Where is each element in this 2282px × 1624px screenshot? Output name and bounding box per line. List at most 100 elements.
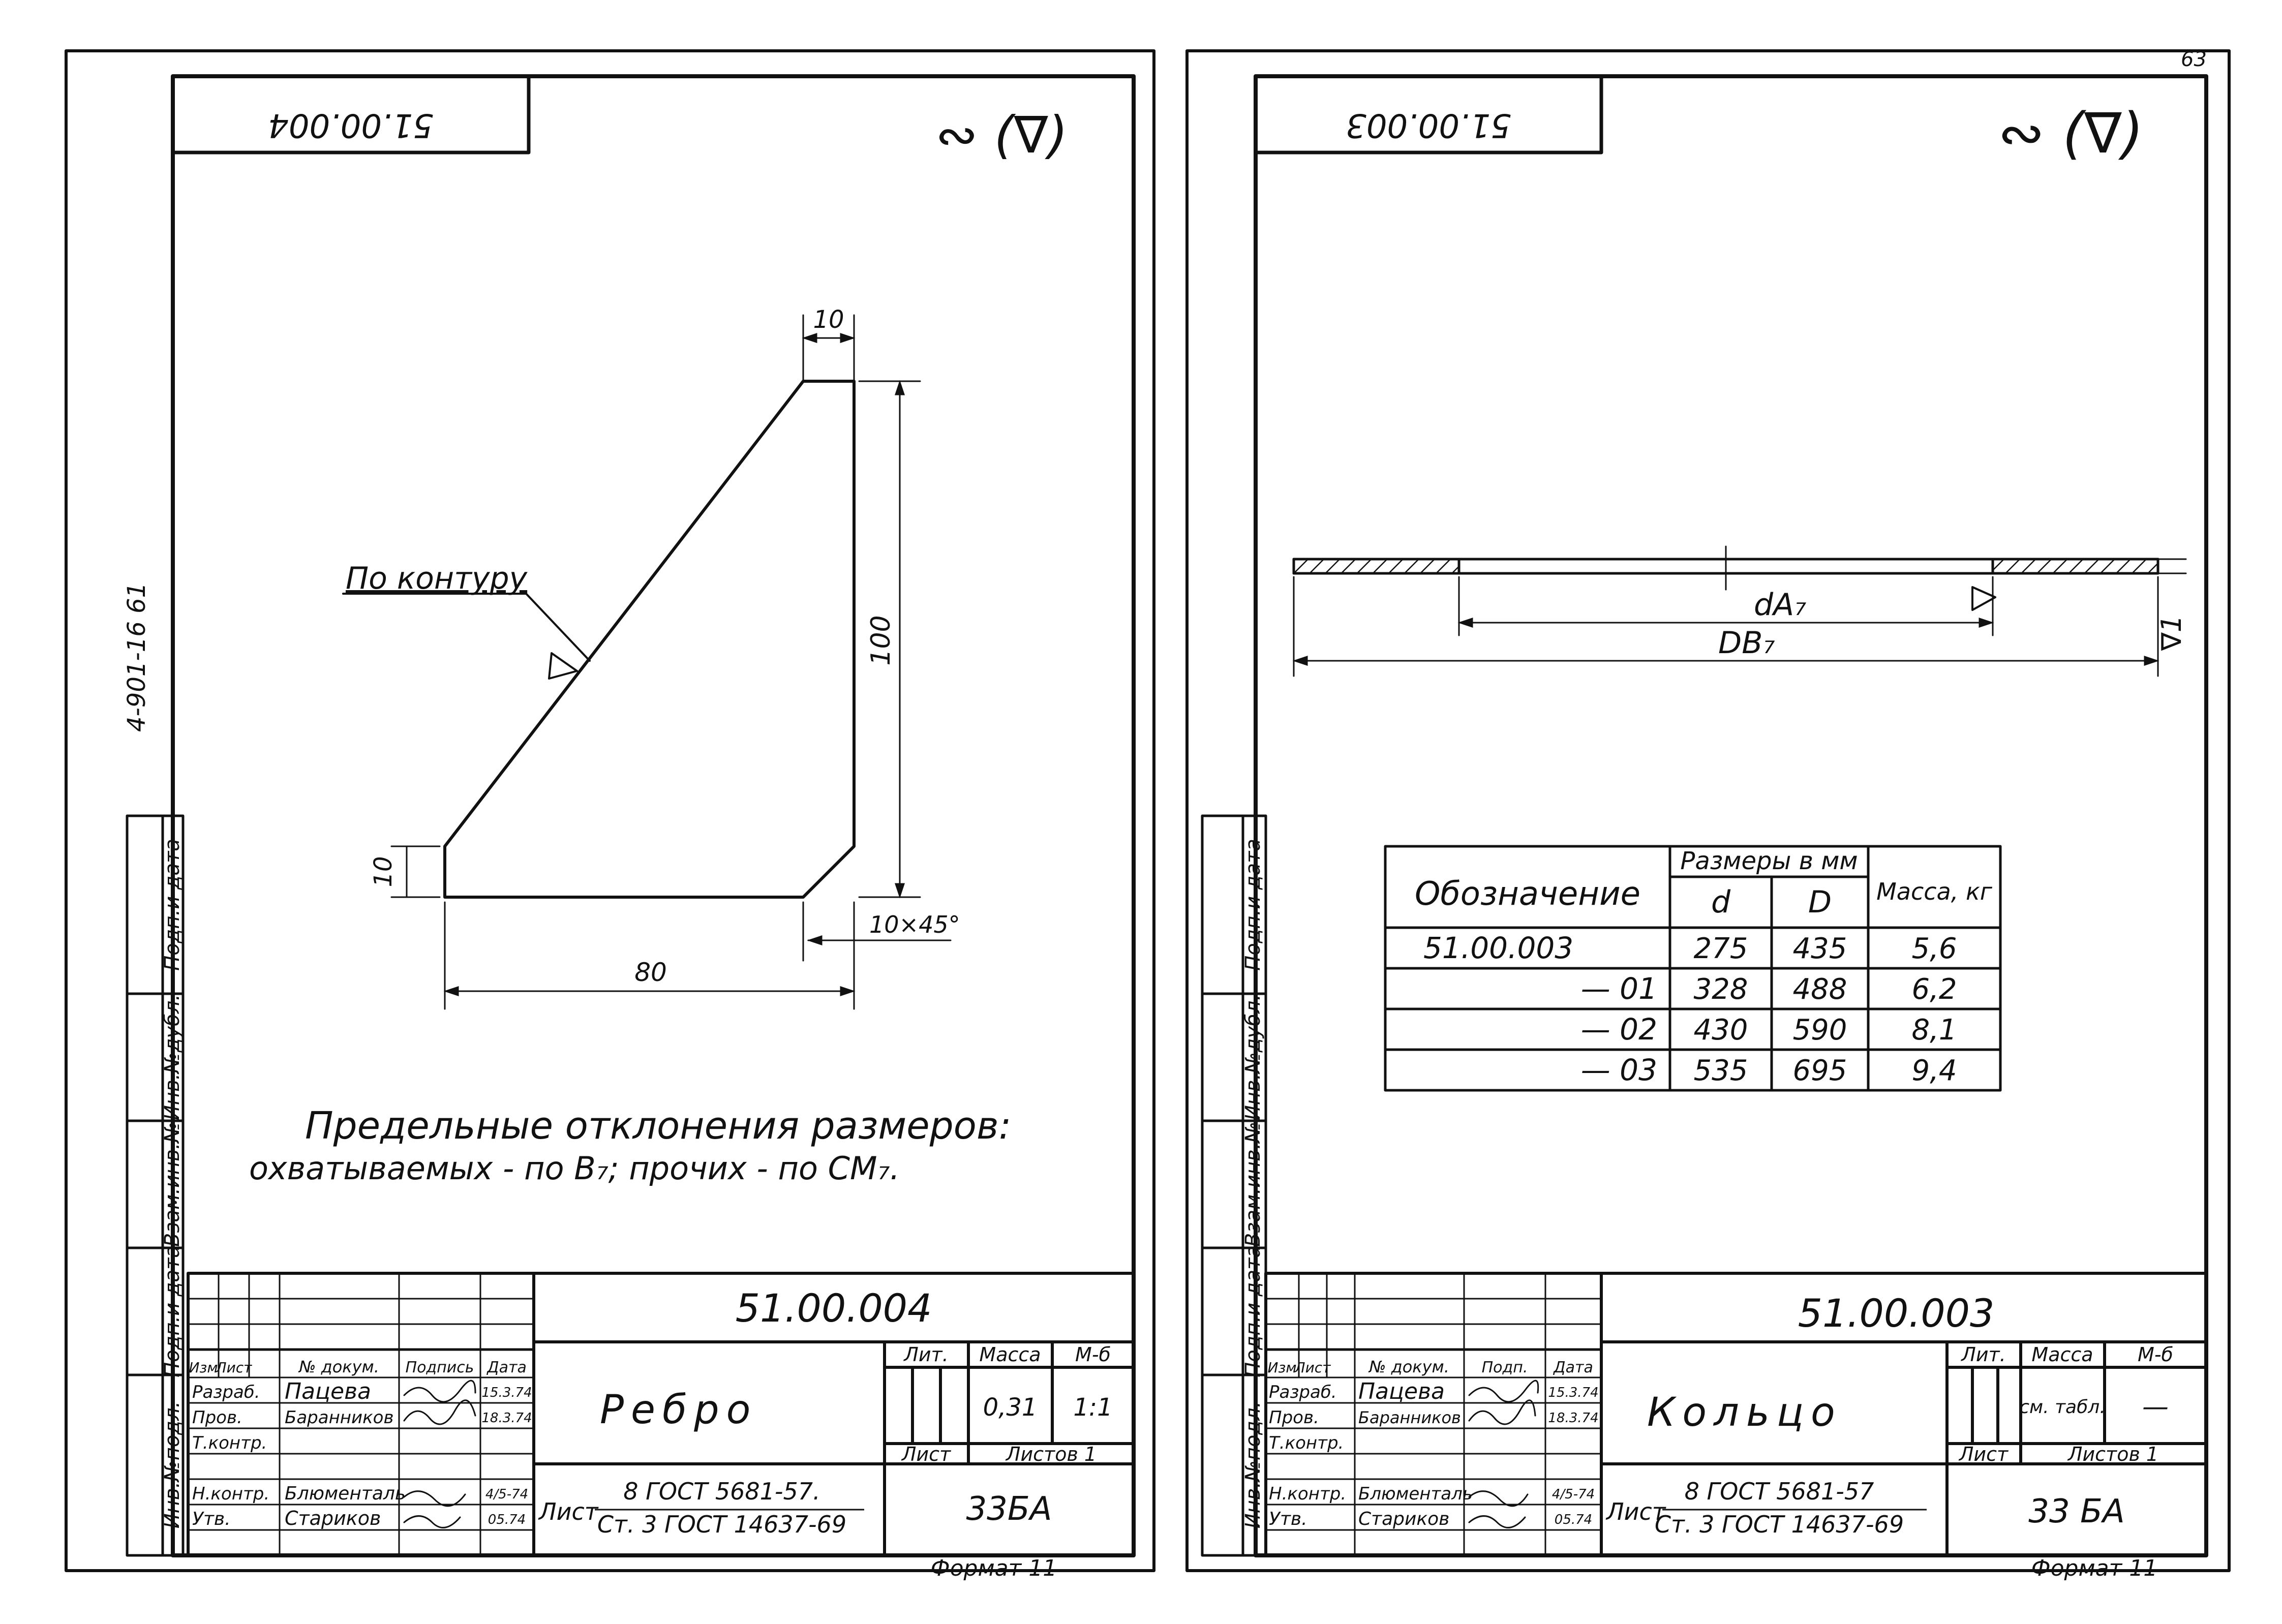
left-note-line1: Предельные отклонения размеров: — [305, 1104, 1012, 1148]
right-stamp-label-3: Взам.инв.№ — [1241, 1122, 1265, 1247]
table-cell-name: 51.00.003 — [1423, 931, 1573, 965]
left-tb-mass-label: Масса — [979, 1343, 1041, 1366]
table-cell-name: — 02 — [1581, 1012, 1657, 1047]
right-tb-hdr-doc: № докум. — [1368, 1357, 1449, 1376]
right-tb-utv-date: 05.74 — [1555, 1512, 1592, 1527]
right-title-block-grid — [1264, 1272, 1603, 1556]
right-tb-format: Формат 11 — [2031, 1555, 2158, 1581]
table-header-mass: Масса, кг — [1876, 878, 1993, 905]
right-tb-sheets-label: Листов 1 — [2067, 1443, 2158, 1465]
left-tb-hdr-date: Дата — [486, 1359, 527, 1376]
right-tb-razrab-role: Разраб. — [1269, 1382, 1337, 1402]
signature-marks — [403, 1380, 1539, 1528]
right-side-stamp — [1201, 814, 1267, 1557]
table-cell-D: 590 — [1793, 1014, 1847, 1047]
right-title-block — [1264, 1272, 2208, 1557]
right-tb-nkontr-date: 4/5-74 — [1552, 1487, 1595, 1502]
left-stamp-label-1: Инв.№подл. — [161, 1401, 184, 1529]
ring-roughness-mark — [1971, 586, 1996, 611]
table-row: — 03 535 695 9,4 — [1581, 1053, 1957, 1087]
left-tb-format: Формат 11 — [931, 1555, 1057, 1581]
left-title-block — [187, 1272, 1135, 1557]
left-tb-hdr-list: Лист — [216, 1359, 253, 1376]
right-tb-scale-value: — — [2142, 1392, 2169, 1422]
right-tb-nkontr-role: Н.контр. — [1269, 1484, 1346, 1504]
right-tb-hdr-list: Лист — [1294, 1359, 1331, 1376]
outer-frame-right — [1185, 49, 2231, 1572]
right-tb-nkontr-person: Блюменталь — [1358, 1484, 1473, 1504]
page-number: 63 — [2181, 48, 2207, 71]
table-row: — 02 430 590 8,1 — [1581, 1012, 1957, 1047]
left-tb-utv-role: Утв. — [192, 1509, 231, 1529]
left-tb-hdr-izm: Изм — [189, 1359, 218, 1376]
ring-dim-outer — [1292, 558, 2187, 677]
right-tb-razrab-date: 15.3.74 — [1548, 1385, 1598, 1400]
table-cell-D: 435 — [1793, 932, 1847, 965]
left-tb-utv-person: Стариков — [285, 1507, 381, 1529]
left-tb-scale-value: 1:1 — [1073, 1393, 1112, 1422]
table-header-group: Размеры в мм — [1680, 847, 1858, 875]
table-cell-d: 275 — [1694, 932, 1748, 965]
right-tb-utv-person: Стариков — [1358, 1509, 1449, 1529]
left-sheet-frame — [171, 74, 1136, 1557]
rib-dim-height — [858, 380, 921, 899]
left-stamp-label-5: Подп.и дата — [161, 839, 184, 971]
table-cell-name: — 03 — [1581, 1053, 1657, 1087]
right-tb-hdr-date: Дата — [1553, 1359, 1593, 1376]
left-stamp-label-4: Инв.№дубл. — [161, 994, 184, 1120]
table-cell-d: 535 — [1694, 1054, 1748, 1087]
rib-dim-top-label: 10 — [813, 305, 844, 334]
left-tb-sheets-label: Листов 1 — [1005, 1443, 1097, 1465]
ring-dim-outer-label: DB₇ — [1718, 625, 1775, 661]
left-tb-nkontr-date: 4/5-74 — [485, 1487, 528, 1502]
rib-dim-left-label: 10 — [369, 856, 398, 887]
rib-outline — [443, 380, 856, 899]
left-tb-code: 51.00.004 — [736, 1285, 932, 1331]
rib-dim-left — [390, 845, 441, 898]
ring-dim-thickness-label: ∇1 — [2155, 615, 2187, 651]
left-top-code-box — [171, 74, 531, 155]
series-code: 4-901-16 61 — [123, 583, 151, 732]
right-stamp-label-4: Инв.№дубл. — [1241, 994, 1265, 1120]
right-tb-razrab-person: Пацева — [1358, 1378, 1445, 1404]
right-tb-utv-role: Утв. — [1269, 1509, 1307, 1529]
right-tb-org: 33 БА — [2028, 1493, 2124, 1530]
table-cell-D: 488 — [1793, 973, 1847, 1006]
rib-contour-label: По контуру — [346, 561, 528, 596]
table-cell-mass: 9,4 — [1911, 1054, 1957, 1087]
right-tb-hdr-izm: Изм — [1268, 1359, 1297, 1376]
right-tb-prov-date: 18.3.74 — [1548, 1411, 1598, 1426]
table-cell-D: 695 — [1793, 1054, 1847, 1087]
right-stamp-label-5: Подп.и дата — [1241, 839, 1265, 971]
right-tb-sheet-label: Лист — [1958, 1443, 2009, 1465]
left-title-block-grid — [187, 1272, 535, 1556]
left-roughness-symbol: ∾ (∇) — [935, 105, 1068, 165]
left-tb-material-line2: Ст. 3 ГОСТ 14637-69 — [597, 1511, 846, 1538]
left-stamp-label-2: Подп.и дата — [161, 1245, 184, 1377]
right-tb-mass-label: Масса — [2031, 1343, 2093, 1366]
rib-dim-bottom — [443, 901, 856, 1010]
table-header-d: d — [1711, 884, 1731, 920]
left-tb-utv-date: 05.74 — [488, 1512, 526, 1527]
left-tb-material-line1: 8 ГОСТ 5681-57. — [623, 1478, 820, 1505]
left-tb-razrab-person: Пацева — [285, 1378, 371, 1404]
left-tb-hdr-doc: № докум. — [298, 1357, 379, 1376]
rib-dim-bottom-label: 80 — [634, 958, 667, 987]
left-tb-tkontr-role: Т.контр. — [192, 1433, 267, 1453]
left-tb-name: Ребро — [600, 1387, 757, 1433]
table-cell-mass: 6,2 — [1911, 973, 1957, 1006]
weld-leader — [342, 593, 591, 680]
table-cell-mass: 8,1 — [1911, 1014, 1957, 1047]
left-tb-razrab-role: Разраб. — [192, 1382, 260, 1402]
left-tb-mass-value: 0,31 — [983, 1393, 1038, 1422]
right-tb-prov-role: Пров. — [1269, 1407, 1319, 1428]
left-tb-org: 33БА — [966, 1490, 1052, 1528]
right-tb-code: 51.00.003 — [1798, 1291, 1995, 1336]
right-tb-material-line1: 8 ГОСТ 5681-57 — [1685, 1478, 1874, 1505]
right-tb-prov-person: Баранников — [1358, 1408, 1461, 1427]
left-tb-nkontr-person: Блюменталь — [285, 1483, 406, 1504]
table-cell-d: 328 — [1694, 973, 1748, 1006]
left-tb-sheet-label: Лист — [901, 1443, 952, 1465]
